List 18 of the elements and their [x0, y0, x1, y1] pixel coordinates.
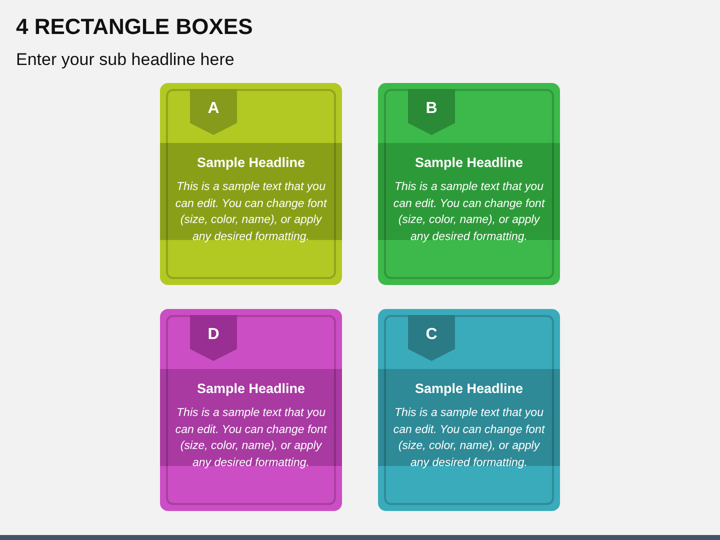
- title: 4 RECTANGLE BOXES: [16, 14, 253, 40]
- card-headline: Sample Headline: [414, 381, 524, 396]
- card-text: This is a sample text that you can edit. You can change font (size, color, name), or apply any desired formatting.: [174, 180, 328, 244]
- card: [160, 83, 342, 285]
- subtitle: Enter your sub headline here: [16, 50, 234, 70]
- card-text: This is a sample text that you can edit. You can change font (size, color, name), or apply any desired formatting.: [392, 180, 546, 244]
- card-text: This is a sample text that you can edit. You can change font (size, color, name), or apply any desired formatting.: [392, 406, 546, 470]
- card-headline: Sample Headline: [196, 155, 306, 170]
- card-text: This is a sample text that you can edit. You can change font (size, color, name), or apply any desired formatting.: [174, 406, 328, 470]
- ribbon-tag: B: [408, 89, 455, 135]
- card-headline: Sample Headline: [414, 155, 524, 170]
- ribbon-tag: C: [408, 315, 455, 361]
- ribbon-tag: A: [190, 89, 237, 135]
- card: [378, 83, 560, 285]
- ribbon-tag: D: [190, 315, 237, 361]
- card-headline: Sample Headline: [196, 381, 306, 396]
- card: [160, 309, 342, 511]
- card: [378, 309, 560, 511]
